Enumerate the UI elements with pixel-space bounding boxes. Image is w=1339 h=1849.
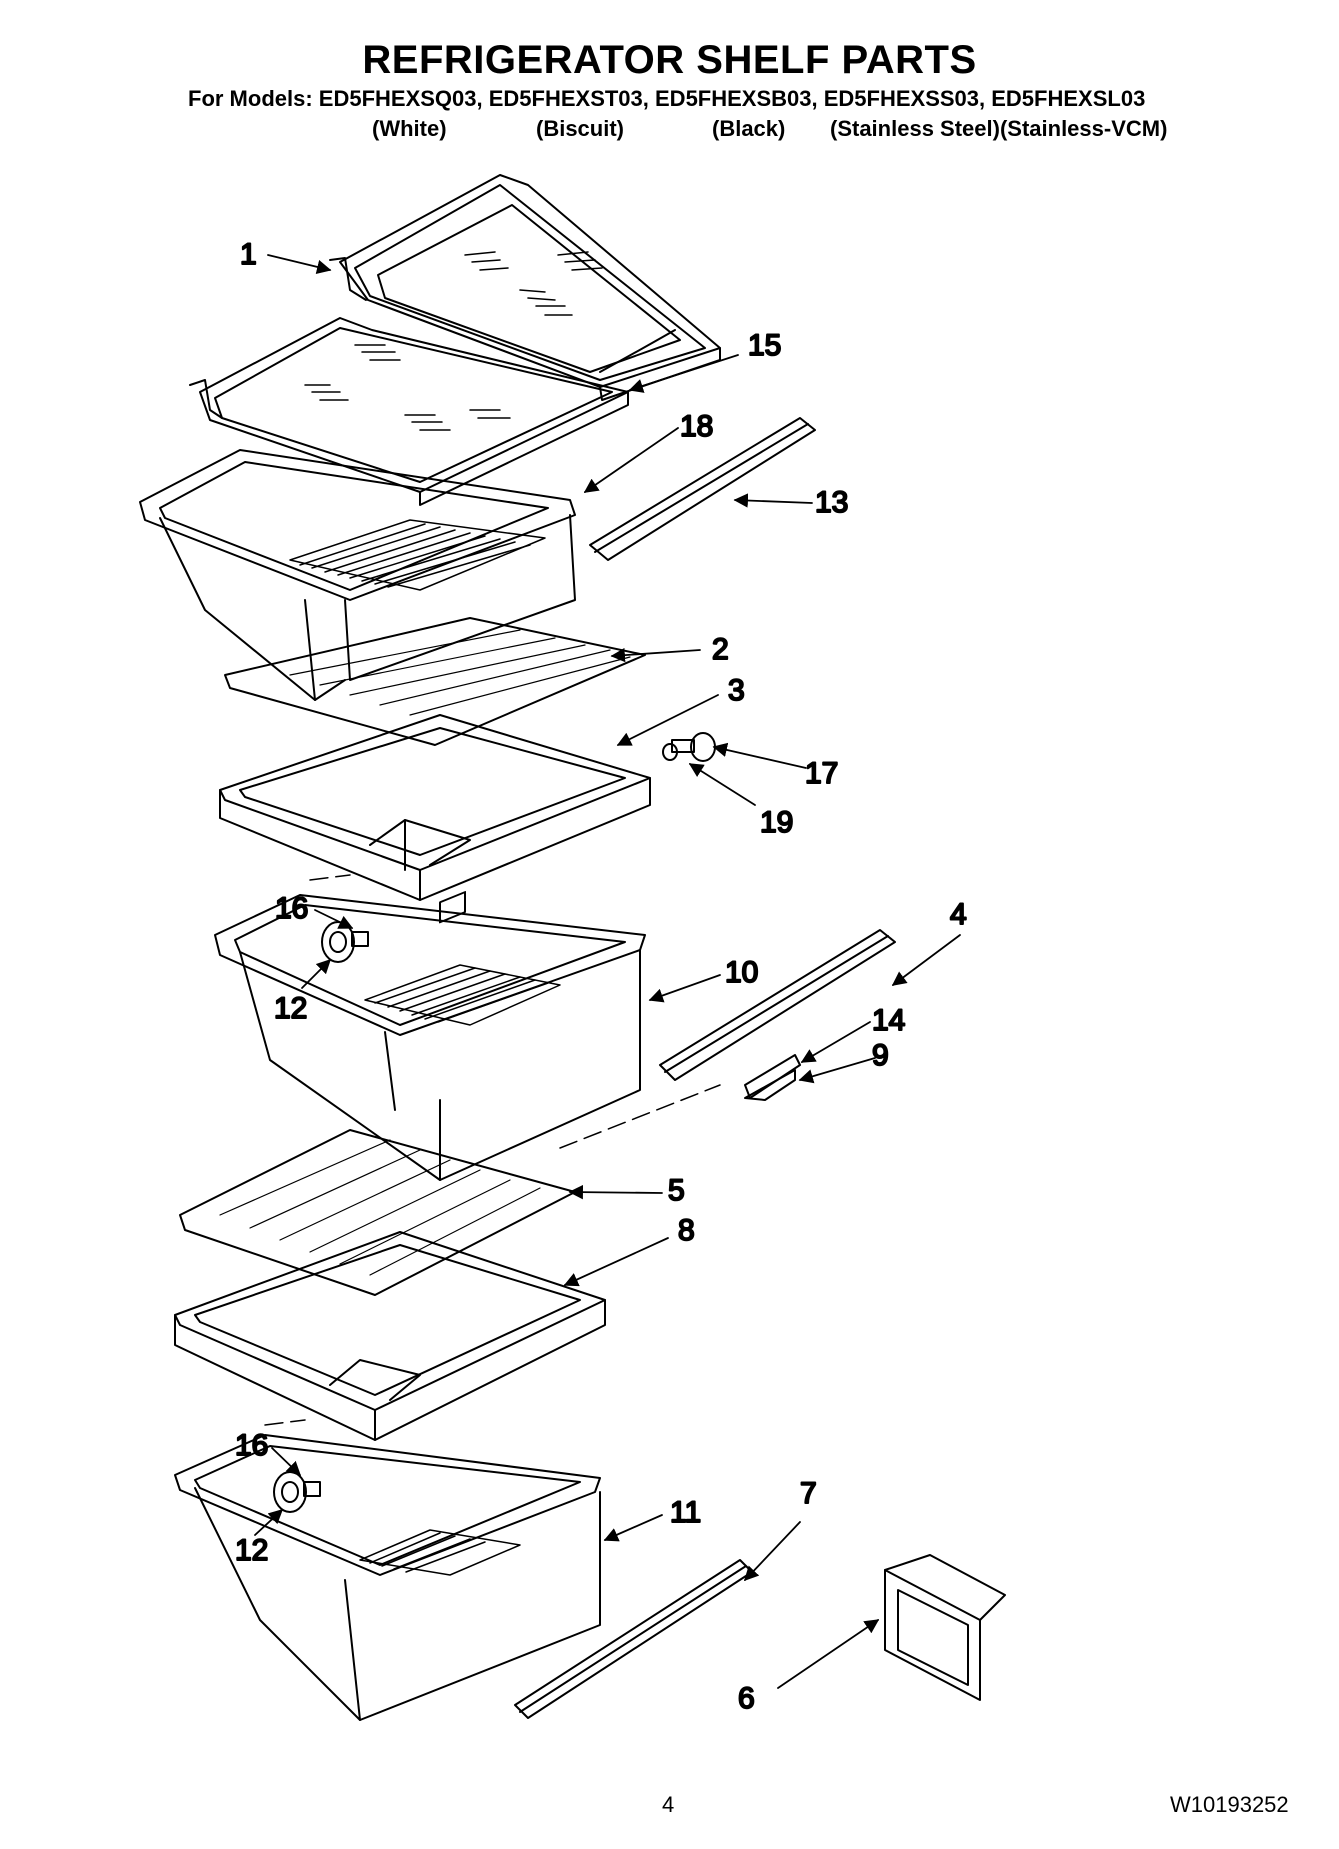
- part-18-crisper-pan: [139, 449, 576, 701]
- color-stainless: (Stainless Steel)(Stainless-VCM): [830, 116, 1168, 141]
- callout-4: 4: [950, 898, 967, 931]
- color-black: (Black): [712, 116, 786, 141]
- callout-18: 18: [680, 410, 713, 443]
- callout-8: 8: [678, 1214, 695, 1247]
- part-13-trim: [589, 417, 816, 561]
- callout-5: 5: [668, 1174, 685, 1207]
- part-7-trim: [514, 1559, 753, 1719]
- callout-9: 9: [872, 1039, 889, 1072]
- knob-assembly-upper: [662, 732, 716, 762]
- callout-14: 14: [872, 1004, 905, 1037]
- callout-15: 15: [748, 329, 781, 362]
- callout-12-lower: 12: [235, 1534, 268, 1567]
- assembly-lines: [264, 874, 721, 1426]
- callout-1: 1: [240, 238, 257, 271]
- part-2-shelf-insert: [224, 617, 646, 746]
- document-number: W10193252: [1170, 1792, 1289, 1817]
- callout-7: 7: [800, 1477, 817, 1510]
- knob-assembly-middle: [321, 921, 369, 963]
- leader-arrows: [254, 254, 961, 1689]
- callout-16-upper: 16: [275, 892, 308, 925]
- knob-assembly-lower: [273, 1471, 321, 1513]
- color-white: (White): [372, 116, 447, 141]
- callout-3: 3: [728, 674, 745, 707]
- models-line: For Models: ED5FHEXSQ03, ED5FHEXST03, ED…: [188, 86, 1146, 111]
- part-3-cover-frame: [219, 714, 651, 901]
- callout-11: 11: [670, 1496, 701, 1529]
- part-1-glass-shelf: [329, 174, 721, 401]
- color-biscuit: (Biscuit): [536, 116, 624, 141]
- part-6-label-holder: [884, 1554, 1006, 1701]
- part-5-shelf-insert: [179, 1129, 576, 1296]
- callout-2: 2: [712, 633, 729, 666]
- callout-19: 19: [760, 806, 793, 839]
- part-10-crisper-pan: [214, 891, 646, 1181]
- part-8-cover-frame: [174, 1231, 606, 1441]
- part-14-9-bracket: [744, 1054, 801, 1101]
- callout-10: 10: [725, 956, 758, 989]
- callout-12-upper: 12: [274, 992, 307, 1025]
- part-15-glass-shelf: [189, 317, 629, 506]
- part-11-crisper-pan: [174, 1434, 601, 1721]
- callout-13: 13: [815, 486, 848, 519]
- part-4-trim: [659, 929, 896, 1081]
- callout-16-lower: 16: [235, 1429, 268, 1462]
- page-title: REFRIGERATOR SHELF PARTS: [362, 38, 977, 82]
- callout-6: 6: [738, 1682, 755, 1715]
- page-number: 4: [662, 1792, 675, 1817]
- callout-17: 17: [805, 757, 838, 790]
